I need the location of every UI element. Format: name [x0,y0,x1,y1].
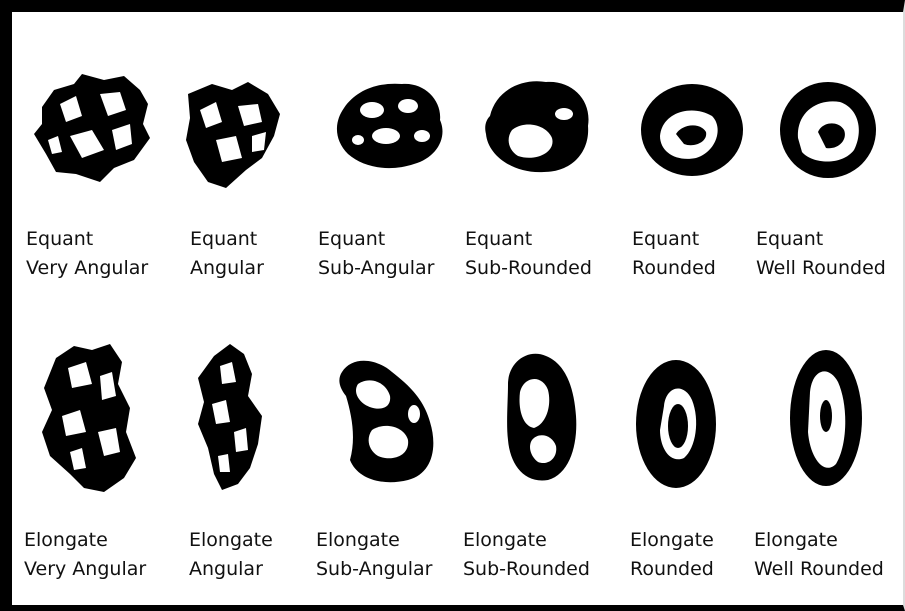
label-elongate-very-angular: Elongate Very Angular [24,526,146,584]
grain-drawings [12,12,902,605]
label-elongate-well-rounded: Elongate Well Rounded [754,526,884,584]
label-elongate-rounded: Elongate Rounded [630,526,714,584]
label-roundness: Very Angular [26,254,148,283]
label-form: Equant [756,225,886,254]
label-equant-rounded: Equant Rounded [632,225,716,283]
label-equant-sub-rounded: Equant Sub-Rounded [465,225,592,283]
label-roundness: Sub-Angular [318,254,434,283]
label-form: Elongate [463,526,590,555]
label-elongate-sub-angular: Elongate Sub-Angular [316,526,432,584]
label-roundness: Well Rounded [756,254,886,283]
label-form: Elongate [754,526,884,555]
equant-rounded-grain-icon [641,84,743,176]
elongate-rounded-grain-icon [636,360,716,488]
label-elongate-sub-rounded: Elongate Sub-Rounded [463,526,590,584]
label-elongate-angular: Elongate Angular [189,526,273,584]
elongate-angular-grain-icon [198,344,262,490]
label-form: Equant [26,225,148,254]
elongate-sub-angular-grain-icon [339,361,433,482]
label-form: Equant [465,225,592,254]
equant-angular-grain-icon [186,82,280,188]
label-equant-well-rounded: Equant Well Rounded [756,225,886,283]
label-roundness: Angular [189,555,273,584]
equant-sub-angular-grain-icon [337,84,443,168]
label-roundness: Sub-Rounded [465,254,592,283]
elongate-well-rounded-grain-icon [790,350,862,486]
label-roundness: Sub-Rounded [463,555,590,584]
label-form: Elongate [189,526,273,555]
label-roundness: Rounded [630,555,714,584]
equant-sub-rounded-grain-icon [485,81,588,172]
elongate-sub-rounded-grain-icon [507,354,576,481]
label-roundness: Very Angular [24,555,146,584]
label-roundness: Sub-Angular [316,555,432,584]
label-equant-very-angular: Equant Very Angular [26,225,148,283]
equant-very-angular-grain-icon [34,74,150,182]
label-equant-sub-angular: Equant Sub-Angular [318,225,434,283]
label-form: Equant [318,225,434,254]
elongate-very-angular-grain-icon [42,344,136,492]
label-form: Equant [632,225,716,254]
label-roundness: Rounded [632,254,716,283]
label-form: Elongate [24,526,146,555]
label-form: Elongate [316,526,432,555]
label-form: Elongate [630,526,714,555]
label-equant-angular: Equant Angular [190,225,264,283]
label-roundness: Angular [190,254,264,283]
label-form: Equant [190,225,264,254]
equant-well-rounded-grain-icon [780,82,876,178]
label-roundness: Well Rounded [754,555,884,584]
